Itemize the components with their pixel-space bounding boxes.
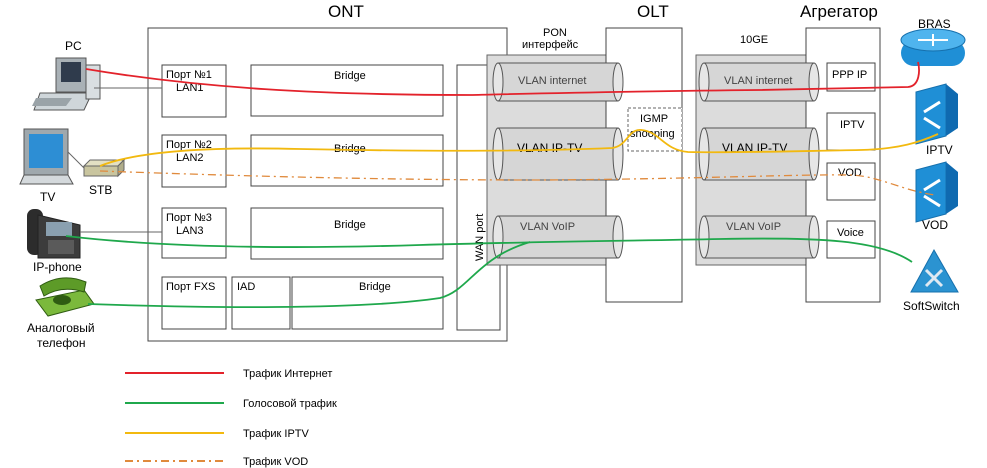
softswitch-label: SoftSwitch: [903, 299, 960, 313]
vod-server-label: VOD: [922, 218, 948, 232]
olt-header: OLT: [637, 2, 669, 21]
stb-icon: [82, 158, 126, 178]
port-label: Порт №3: [166, 212, 212, 224]
port-label-sub: LAN3: [176, 225, 204, 237]
ont-header: ONT: [328, 2, 364, 21]
ip-phone-icon: [27, 209, 81, 259]
tenge-vlan-iptv-tube: VLAN IP-TV: [698, 127, 820, 181]
legend: Трафик Интернет Голосовой трафик Трафик …: [125, 368, 337, 468]
pc-icon: [32, 57, 101, 111]
agg-slot-vod: VOD: [826, 162, 876, 201]
tenge-vlan-voip-tube: VLAN VoIP: [698, 215, 820, 259]
port-box-3: Порт №3 LAN3: [161, 207, 227, 259]
vlan-label: VLAN VoIP: [726, 221, 781, 233]
port-box-fxs: Порт FXS: [161, 276, 227, 330]
analog-phone-label-2: телефон: [37, 336, 86, 350]
pon-interface-label: PON: [543, 27, 567, 39]
iad-label: IAD: [237, 281, 255, 293]
vlan-label: VLAN VoIP: [520, 221, 575, 233]
pon-interface-label-2: интерфейс: [522, 39, 579, 51]
bras-label: BRAS: [918, 17, 951, 31]
igmp-snooping-box: IGMP snooping: [627, 107, 683, 152]
port-box-1: Порт №1 LAN1: [161, 64, 227, 118]
legend-label-vod: Трафик VOD: [243, 456, 308, 468]
bras-router-icon: [900, 28, 966, 66]
analog-phone-icon: [35, 277, 95, 317]
port-box-2: Порт №2 LAN2: [161, 134, 227, 188]
agg-slot-label: VOD: [838, 167, 862, 179]
internet-traffic-line: [85, 61, 920, 96]
legend-label-internet: Трафик Интернет: [243, 368, 332, 380]
iptv-server-icon: [915, 83, 958, 145]
aggregator-header: Агрегатор: [800, 2, 878, 21]
vlan-label: VLAN internet: [518, 75, 586, 87]
tenge-vlan-internet-tube: VLAN internet: [698, 62, 820, 102]
legend-label-voice: Голосовой трафик: [243, 398, 337, 410]
agg-slot-iptv: IPTV: [826, 112, 876, 151]
agg-slot-ppp-ip: PPP IP: [826, 62, 876, 92]
tenge-label: 10GE: [740, 34, 768, 46]
stb-label: STB: [89, 183, 112, 197]
port-label-sub: LAN2: [176, 152, 204, 164]
agg-slot-label: IPTV: [840, 119, 865, 131]
vlan-label: VLAN internet: [724, 75, 792, 87]
vod-server-icon: [915, 161, 958, 223]
bridge-label: Bridge: [359, 281, 391, 293]
port-label: Порт FXS: [166, 281, 215, 293]
iptv-traffic-line: [99, 129, 939, 167]
pon-vlan-iptv-tube: VLAN IP-TV: [492, 127, 624, 181]
softswitch-icon: [910, 248, 959, 293]
iad-box: IAD: [231, 276, 291, 330]
ip-phone-label: IP-phone: [33, 260, 82, 274]
voice-traffic-line: [65, 235, 913, 263]
agg-slot-label: Voice: [837, 227, 864, 239]
legend-label-iptv: Трафик IPTV: [243, 428, 310, 440]
vlan-label: VLAN IP-TV: [517, 141, 582, 155]
bridge-box-3: Bridge: [250, 207, 444, 260]
agg-slot-label: PPP IP: [832, 69, 867, 81]
bridge-label: Bridge: [334, 70, 366, 82]
pon-vlan-internet-tube: VLAN internet: [492, 62, 624, 102]
analog-phone-label: Аналоговый: [27, 321, 95, 335]
agg-slot-voice: Voice: [826, 220, 876, 259]
pc-label: PC: [65, 39, 82, 53]
bridge-box-4: Bridge: [291, 276, 444, 330]
bridge-label: Bridge: [334, 219, 366, 231]
pon-vlan-voip-tube: VLAN VoIP: [492, 215, 624, 259]
vod-traffic-line: [99, 170, 936, 196]
igmp-label: IGMP: [640, 113, 668, 125]
analog-voice-traffic-line: [87, 241, 531, 308]
port-label-sub: LAN1: [176, 82, 204, 94]
iptv-server-label: IPTV: [926, 143, 953, 157]
port-label: Порт №1: [166, 69, 212, 81]
tv-label: TV: [40, 190, 55, 204]
tv-connection-line: [67, 151, 85, 169]
tv-icon: [19, 128, 74, 185]
wan-port-label: WAN port: [474, 214, 486, 261]
port-label: Порт №2: [166, 139, 212, 151]
